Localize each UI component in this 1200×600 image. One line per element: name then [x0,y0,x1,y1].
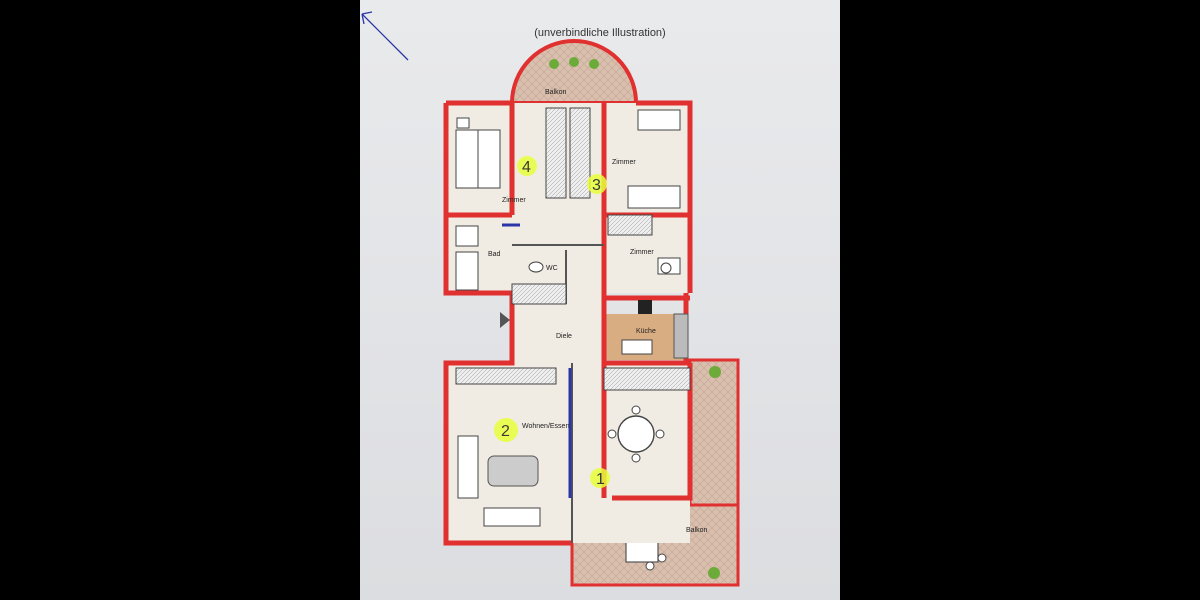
label-balkon-top: Balkon [545,89,567,96]
label-wc: WC [546,265,558,272]
room4-furniture [455,117,501,189]
small-room-furniture [657,257,681,275]
marker-4: 4 [522,159,531,176]
label-kueche: Küche [636,328,656,335]
entrance-arrow-icon [500,312,510,328]
highlight-markers [494,156,610,488]
label-wohnen: Wohnen/Essen [522,423,569,430]
bath-fixtures [455,225,544,291]
floor-plan: 4 3 2 1 Balkon Zimmer Zimmer Zimmer Bad … [361,11,740,587]
label-zimmer-3: Zimmer [612,159,636,166]
label-diele: Diele [556,333,572,340]
living-furniture [457,405,665,527]
label-zimmer-small: Zimmer [630,249,654,256]
pen-arrow-mark [361,11,409,61]
wardrobes [455,107,691,391]
label-balkon-right: Balkon [686,527,708,534]
plan-caption: (unverbindliche Illustration) [534,27,666,39]
label-zimmer-4: Zimmer [502,197,526,204]
marker-3: 3 [592,177,601,194]
marker-2: 2 [501,423,510,440]
marker-1: 1 [596,471,605,488]
label-bad: Bad [488,251,501,258]
room3-furniture [627,109,681,209]
kitchen-fixtures [621,300,689,359]
balcony-top [509,39,639,105]
